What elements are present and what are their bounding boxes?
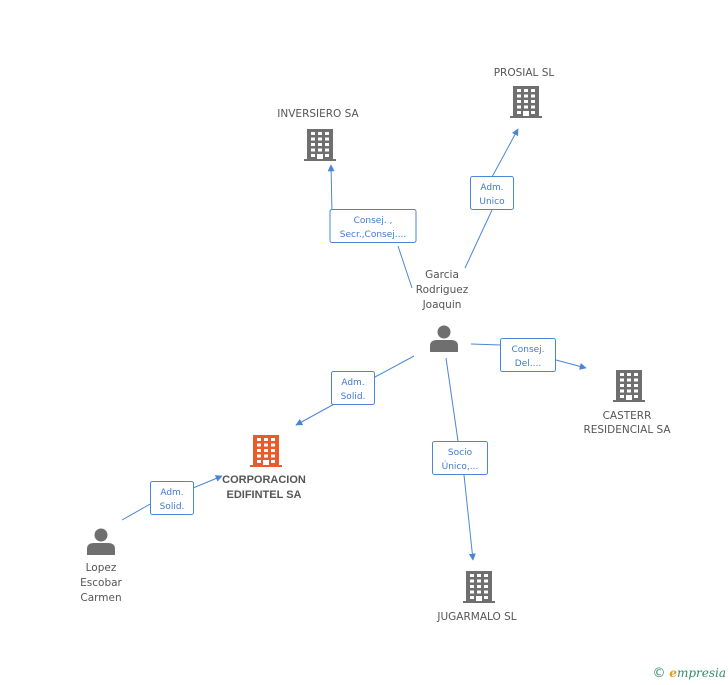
edge-label-text: Solid. bbox=[341, 392, 366, 402]
building-icon bbox=[463, 571, 495, 603]
edge-label-box bbox=[329, 209, 417, 243]
copyright-symbol: © bbox=[652, 666, 666, 681]
edge-label-text: Unico bbox=[479, 197, 505, 207]
edge-label-text: Solid. bbox=[160, 502, 185, 512]
node-inversiero[interactable]: INVERSIERO SA bbox=[277, 108, 360, 161]
edge-label-text: Consej. bbox=[511, 345, 544, 355]
node-label-lopez: Lopez bbox=[86, 562, 117, 574]
node-label-corporacion: EDIFINTEL SA bbox=[227, 489, 302, 501]
edge-label-text: Adm. bbox=[160, 488, 183, 498]
edge-label-box bbox=[470, 176, 514, 210]
person-icon bbox=[87, 528, 115, 555]
edge-label-text: Adm. bbox=[341, 378, 364, 388]
edge-label-garcia-to-corporacion[interactable]: Adm. Solid. bbox=[331, 371, 375, 405]
brand-logo-e: e bbox=[669, 666, 677, 680]
node-casterr[interactable]: CASTERR RESIDENCIAL SA bbox=[583, 370, 671, 436]
brand-watermark: © empresia bbox=[652, 666, 726, 681]
node-label-garcia: Garcia bbox=[425, 269, 459, 281]
node-label-inversiero: INVERSIERO SA bbox=[277, 108, 359, 120]
building-icon bbox=[250, 435, 282, 467]
edge-label-lopez-to-corporacion[interactable]: Adm. Solid. bbox=[150, 481, 194, 515]
edge-label-box bbox=[150, 481, 194, 515]
node-prosial[interactable]: PROSIAL SL bbox=[494, 67, 555, 118]
edge-label-text: Del.... bbox=[515, 359, 541, 369]
edge-label-text: Adm. bbox=[480, 183, 503, 193]
edge-garcia-to-corporacion bbox=[296, 355, 415, 425]
node-label-corporacion: CORPORACION bbox=[222, 474, 306, 486]
edge-label-text: Único,... bbox=[442, 460, 479, 472]
person-icon bbox=[430, 325, 458, 352]
edge-garcia-to-inversiero bbox=[331, 165, 413, 289]
edge-label-box bbox=[500, 338, 556, 372]
node-label-garcia: Rodriguez bbox=[416, 284, 469, 296]
node-label-casterr: CASTERR bbox=[603, 410, 652, 422]
node-corporacion[interactable]: CORPORACION EDIFINTEL SA bbox=[222, 435, 306, 501]
building-icon bbox=[510, 86, 542, 118]
edge-label-garcia-to-prosial[interactable]: Adm. Unico bbox=[470, 176, 514, 210]
edge-label-garcia-to-inversiero[interactable]: Consej. , Secr.,Consej.... bbox=[329, 209, 417, 243]
node-label-jugarmalo: JUGARMALO SL bbox=[436, 611, 516, 623]
node-label-lopez: Carmen bbox=[80, 592, 121, 604]
edge-garcia-to-jugarmalo bbox=[445, 357, 473, 560]
edge-garcia-to-casterr bbox=[470, 343, 586, 368]
node-label-lopez: Escobar bbox=[80, 577, 122, 589]
edge-label-text: Socio bbox=[448, 448, 473, 458]
node-label-casterr: RESIDENCIAL SA bbox=[583, 424, 671, 436]
edge-lopez-to-corporacion bbox=[121, 476, 222, 521]
node-label-prosial: PROSIAL SL bbox=[494, 67, 555, 79]
building-icon bbox=[613, 370, 645, 402]
edge-garcia-to-prosial bbox=[464, 129, 518, 269]
edge-label-box bbox=[331, 371, 375, 405]
edge-label-garcia-to-jugarmalo[interactable]: SocioÚnico,... bbox=[432, 441, 488, 475]
node-label-garcia: Joaquin bbox=[422, 299, 462, 311]
node-jugarmalo[interactable]: JUGARMALO SL bbox=[436, 571, 517, 623]
edge-label-garcia-to-casterr[interactable]: Consej. Del.... bbox=[500, 338, 556, 372]
edge-label-text: Consej. , bbox=[354, 216, 393, 226]
edge-label-text: Secr.,Consej.... bbox=[340, 230, 406, 240]
building-icon bbox=[304, 129, 336, 161]
edge-label-box bbox=[432, 441, 488, 475]
brand-logo-text: mpresia bbox=[676, 666, 726, 680]
